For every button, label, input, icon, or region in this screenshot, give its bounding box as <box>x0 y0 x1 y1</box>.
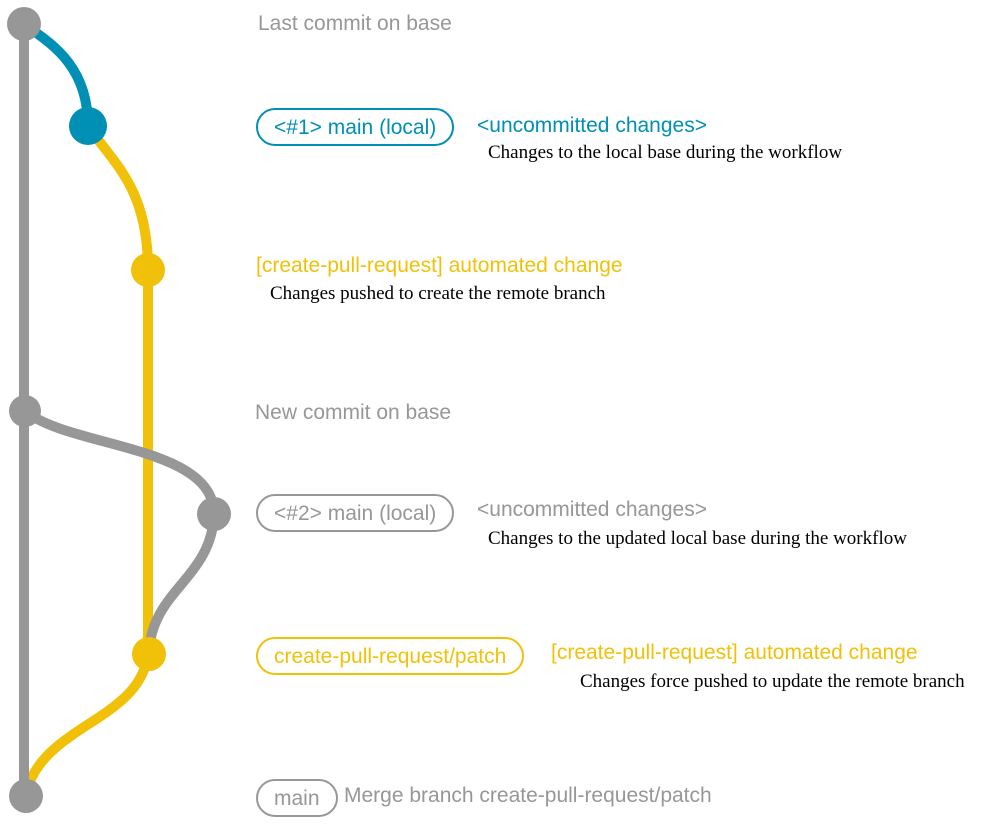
merge-commit-message: Merge branch create-pull-request/patch <box>344 784 712 807</box>
description-push-create: Changes pushed to create the remote bran… <box>270 283 606 304</box>
uncommitted-changes-label-2: <uncommitted changes> <box>477 498 707 521</box>
commit-dot-base-last <box>7 7 41 41</box>
commit-dot-remote-patch-1 <box>131 253 165 287</box>
branch-badge-patch: create-pull-request/patch <box>256 637 525 675</box>
local-branch-merge-curve <box>144 509 219 657</box>
new-commit-label: New commit on base <box>255 401 452 424</box>
commit-dot-base-merge <box>9 779 43 813</box>
description-force-push-update: Changes force pushed to update the remot… <box>580 671 965 692</box>
commit-dot-local-main-1 <box>69 107 107 145</box>
commit-dot-remote-patch-2 <box>132 637 166 671</box>
last-commit-label: Last commit on base <box>258 12 452 35</box>
commit-dot-local-main-2 <box>197 497 231 531</box>
description-local-changes-2: Changes to the updated local base during… <box>488 528 907 549</box>
remote-branch-line <box>22 121 153 795</box>
local-branch-curve-2 <box>20 406 219 519</box>
branch-badge-main: main <box>256 779 338 817</box>
commit-message-automated-change-1: [create-pull-request] automated change <box>256 254 623 277</box>
description-local-changes-1: Changes to the local base during the wor… <box>488 142 843 163</box>
branch-badge-main-local-2: <#2> main (local) <box>256 494 455 532</box>
branch-badge-main-local-1: <#1> main (local) <box>256 108 455 146</box>
uncommitted-changes-label-1: <uncommitted changes> <box>477 114 707 137</box>
commit-dot-base-new <box>9 395 41 427</box>
commit-message-automated-change-2: [create-pull-request] automated change <box>551 641 918 664</box>
